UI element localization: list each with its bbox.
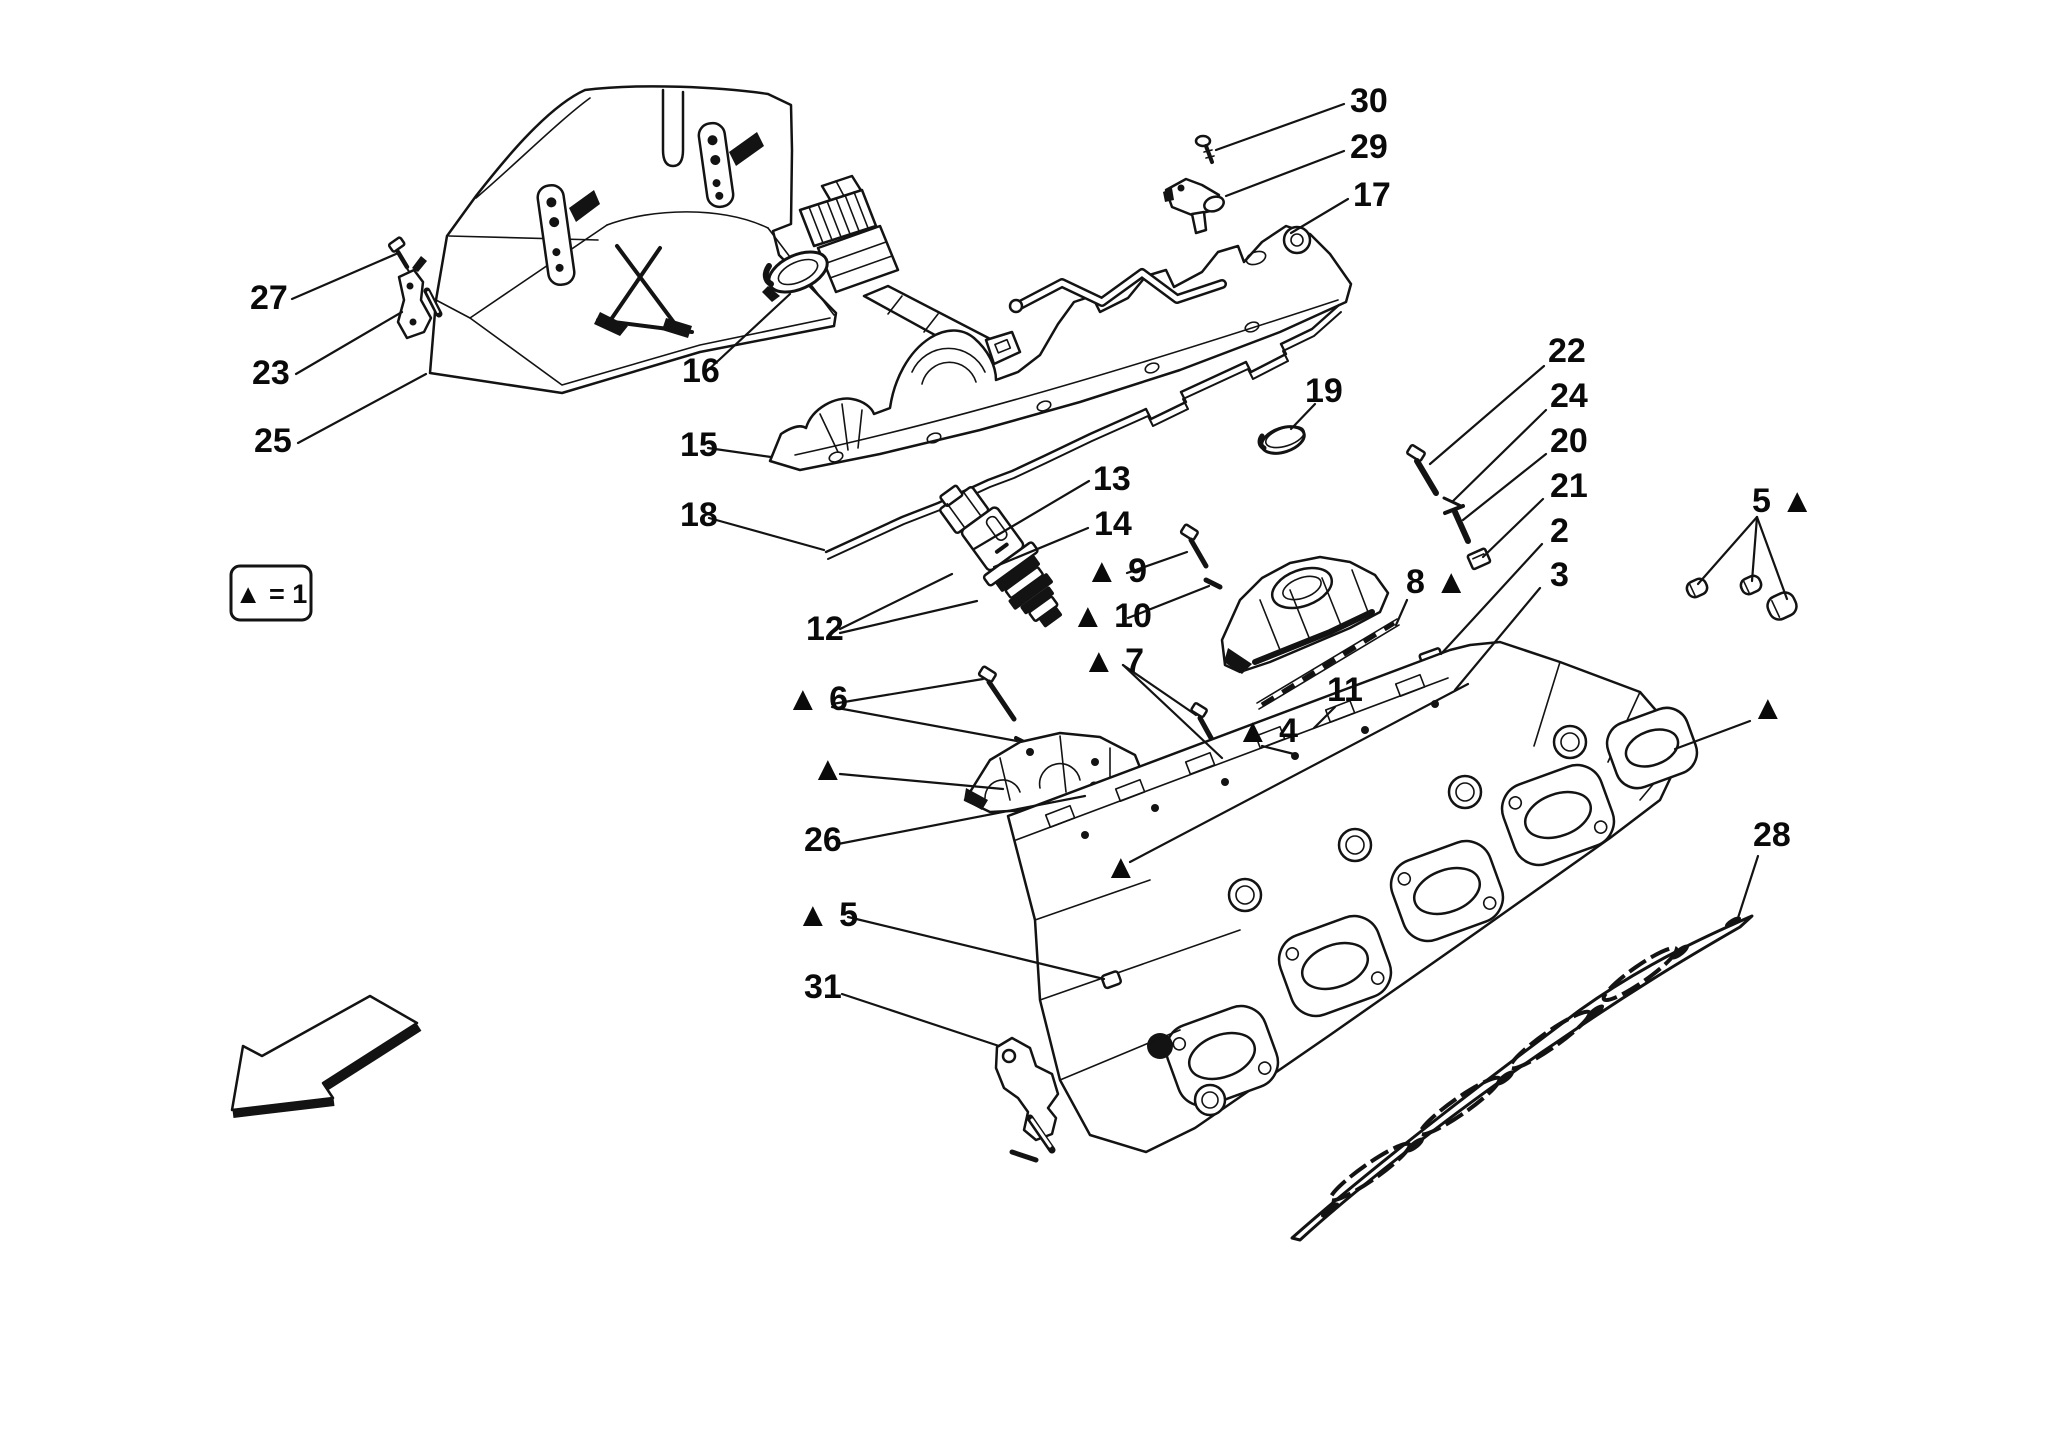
part-label-3: 3	[1550, 556, 1569, 594]
part-label-8: 8 ▲	[1406, 563, 1468, 601]
part-label-14: 14	[1094, 505, 1132, 543]
part-15-valve-cover	[768, 224, 1353, 472]
part-label-15: 15	[680, 426, 718, 464]
quantity-marker-b: ▲	[1104, 848, 1138, 886]
part-label-27: 27	[250, 279, 288, 317]
flange-support-part	[1220, 555, 1390, 674]
part-label-25: 25	[254, 422, 292, 460]
part-label-5-right: 5 ▲	[1752, 482, 1814, 520]
leader-lines	[290, 102, 1789, 1048]
heat-shield	[428, 85, 838, 395]
part-label-30: 30	[1350, 82, 1388, 120]
part-label-4: ▲ 4	[1236, 712, 1298, 750]
part-label-22: 22	[1548, 332, 1586, 370]
part-22-bolt	[1406, 444, 1439, 496]
part-label-5-left: ▲ 5	[796, 896, 858, 934]
part-label-17: 17	[1353, 176, 1391, 214]
legend-box: ▲ = 1	[229, 564, 313, 622]
part-label-13: 13	[1093, 460, 1131, 498]
quantity-marker-a: ▲	[811, 750, 845, 788]
cylinder-head	[1006, 640, 1699, 1154]
quantity-marker-c: ▲	[1751, 689, 1785, 727]
part-label-20: 20	[1550, 422, 1588, 460]
part-label-19: 19	[1305, 372, 1343, 410]
part-20-pin	[1443, 504, 1471, 544]
part-19-cap	[1257, 425, 1306, 455]
part-label-2: 2	[1550, 512, 1569, 550]
part-10-stud	[1203, 577, 1223, 590]
legend-text: ▲ = 1	[235, 579, 308, 609]
part-label-26: 26	[804, 821, 842, 859]
part-label-12: 12	[806, 610, 844, 648]
part-label-11: 11	[1327, 671, 1363, 709]
part-labels: 30 29 17 27 23 25 16 15 18 13 14 12 ▲ 9 …	[250, 82, 1814, 1006]
part-31-bracket	[994, 1036, 1060, 1163]
part-label-28: 28	[1753, 816, 1791, 854]
part-label-7: ▲ 7	[1082, 642, 1144, 680]
part-label-23: 23	[252, 354, 290, 392]
part-5-dowel-installed	[1100, 970, 1122, 990]
part-29-sensor	[1163, 177, 1225, 235]
part-8-gasket-strip	[1256, 618, 1400, 710]
part-label-18: 18	[680, 496, 718, 534]
part-label-10: ▲ 10	[1071, 597, 1152, 635]
part-label-9: ▲ 9	[1085, 552, 1147, 590]
part-27-screw	[387, 236, 411, 274]
part-label-6: ▲ 6	[786, 680, 848, 718]
part-16-cap	[762, 250, 829, 302]
part-label-31: 31	[804, 968, 842, 1006]
intake-flanges	[1164, 706, 1699, 1108]
part-30-screw	[1194, 134, 1215, 164]
part-21-cap	[1466, 547, 1492, 571]
part-label-16: 16	[682, 352, 720, 390]
part-label-24: 24	[1550, 377, 1588, 415]
part-5-dowels	[1685, 574, 1798, 621]
part-6-bolt	[977, 665, 1032, 747]
direction-arrow	[230, 994, 422, 1118]
part-label-21: 21	[1550, 467, 1588, 505]
part-label-29: 29	[1350, 128, 1388, 166]
part-23-bracket	[396, 256, 443, 340]
part-9-bolt	[1179, 523, 1209, 569]
part-12-solenoid	[939, 484, 1062, 628]
part-17-coil	[798, 174, 1022, 366]
